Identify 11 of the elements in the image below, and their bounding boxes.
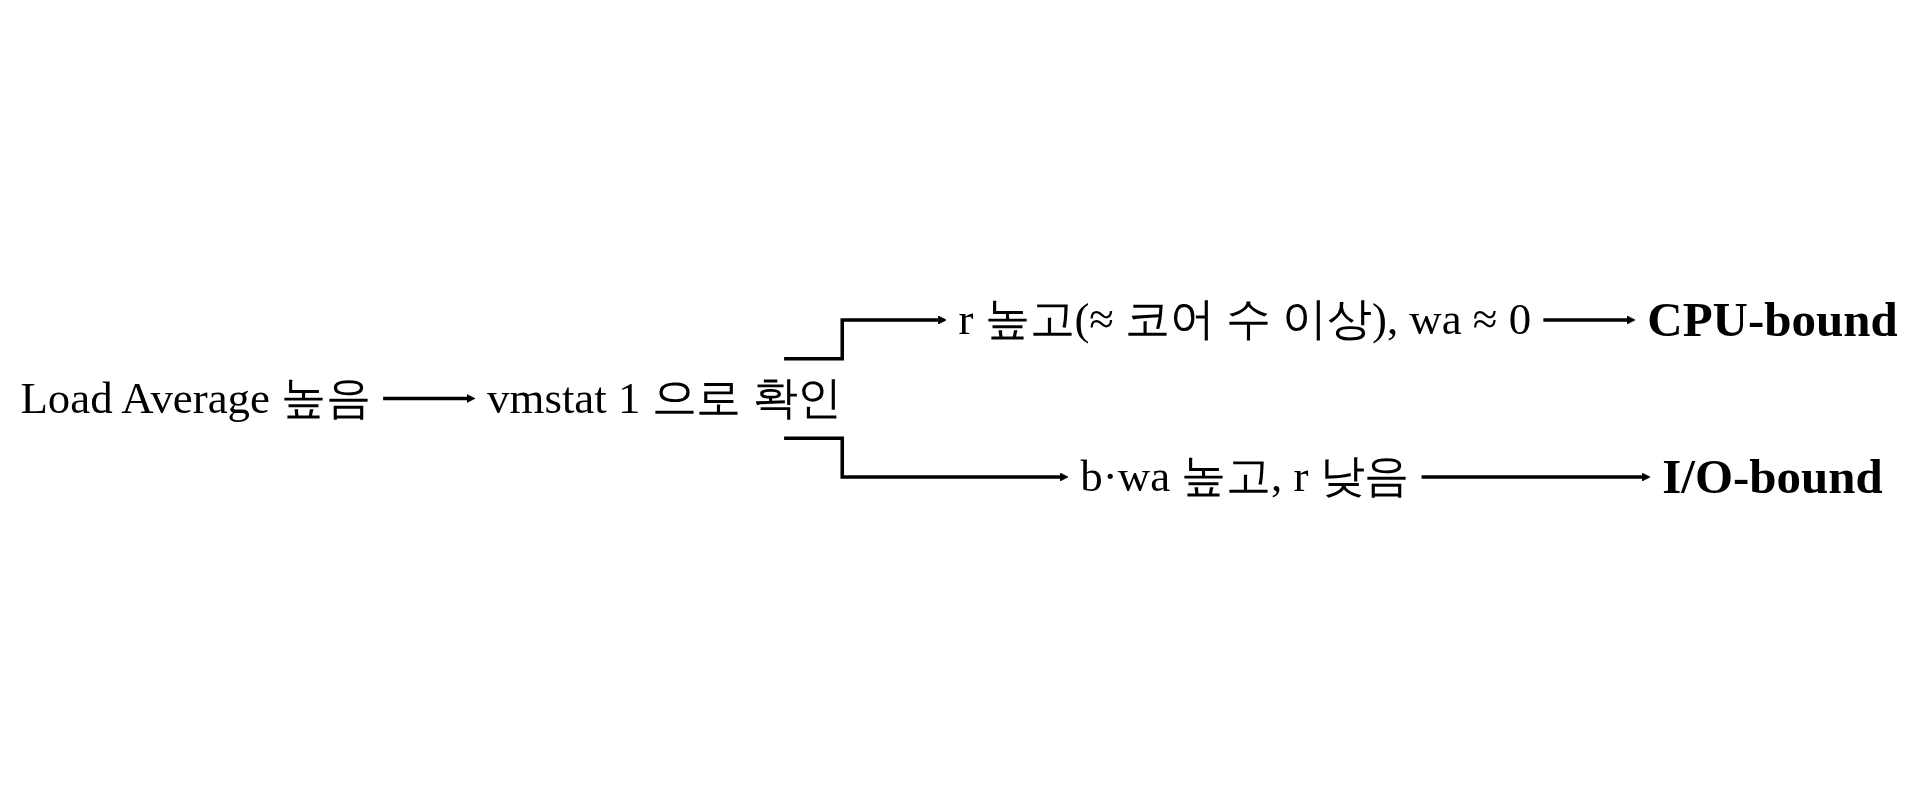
node-text: I/O-bound <box>1662 449 1883 504</box>
node-text: r 높고(≈ 코어 수 이상), wa ≈ 0 <box>958 294 1532 345</box>
node-text: vmstat 1 으로 확인 <box>487 373 843 423</box>
node-text: b·wa 높고, r 낮음 <box>1080 451 1410 502</box>
node-text: CPU-bound <box>1647 292 1898 347</box>
arrow <box>1421 472 1651 482</box>
arrow <box>784 315 947 361</box>
arrow <box>383 394 476 403</box>
arrow <box>784 436 1069 482</box>
arrow <box>1543 315 1636 325</box>
node-text: Load Average 높음 <box>20 373 371 423</box>
